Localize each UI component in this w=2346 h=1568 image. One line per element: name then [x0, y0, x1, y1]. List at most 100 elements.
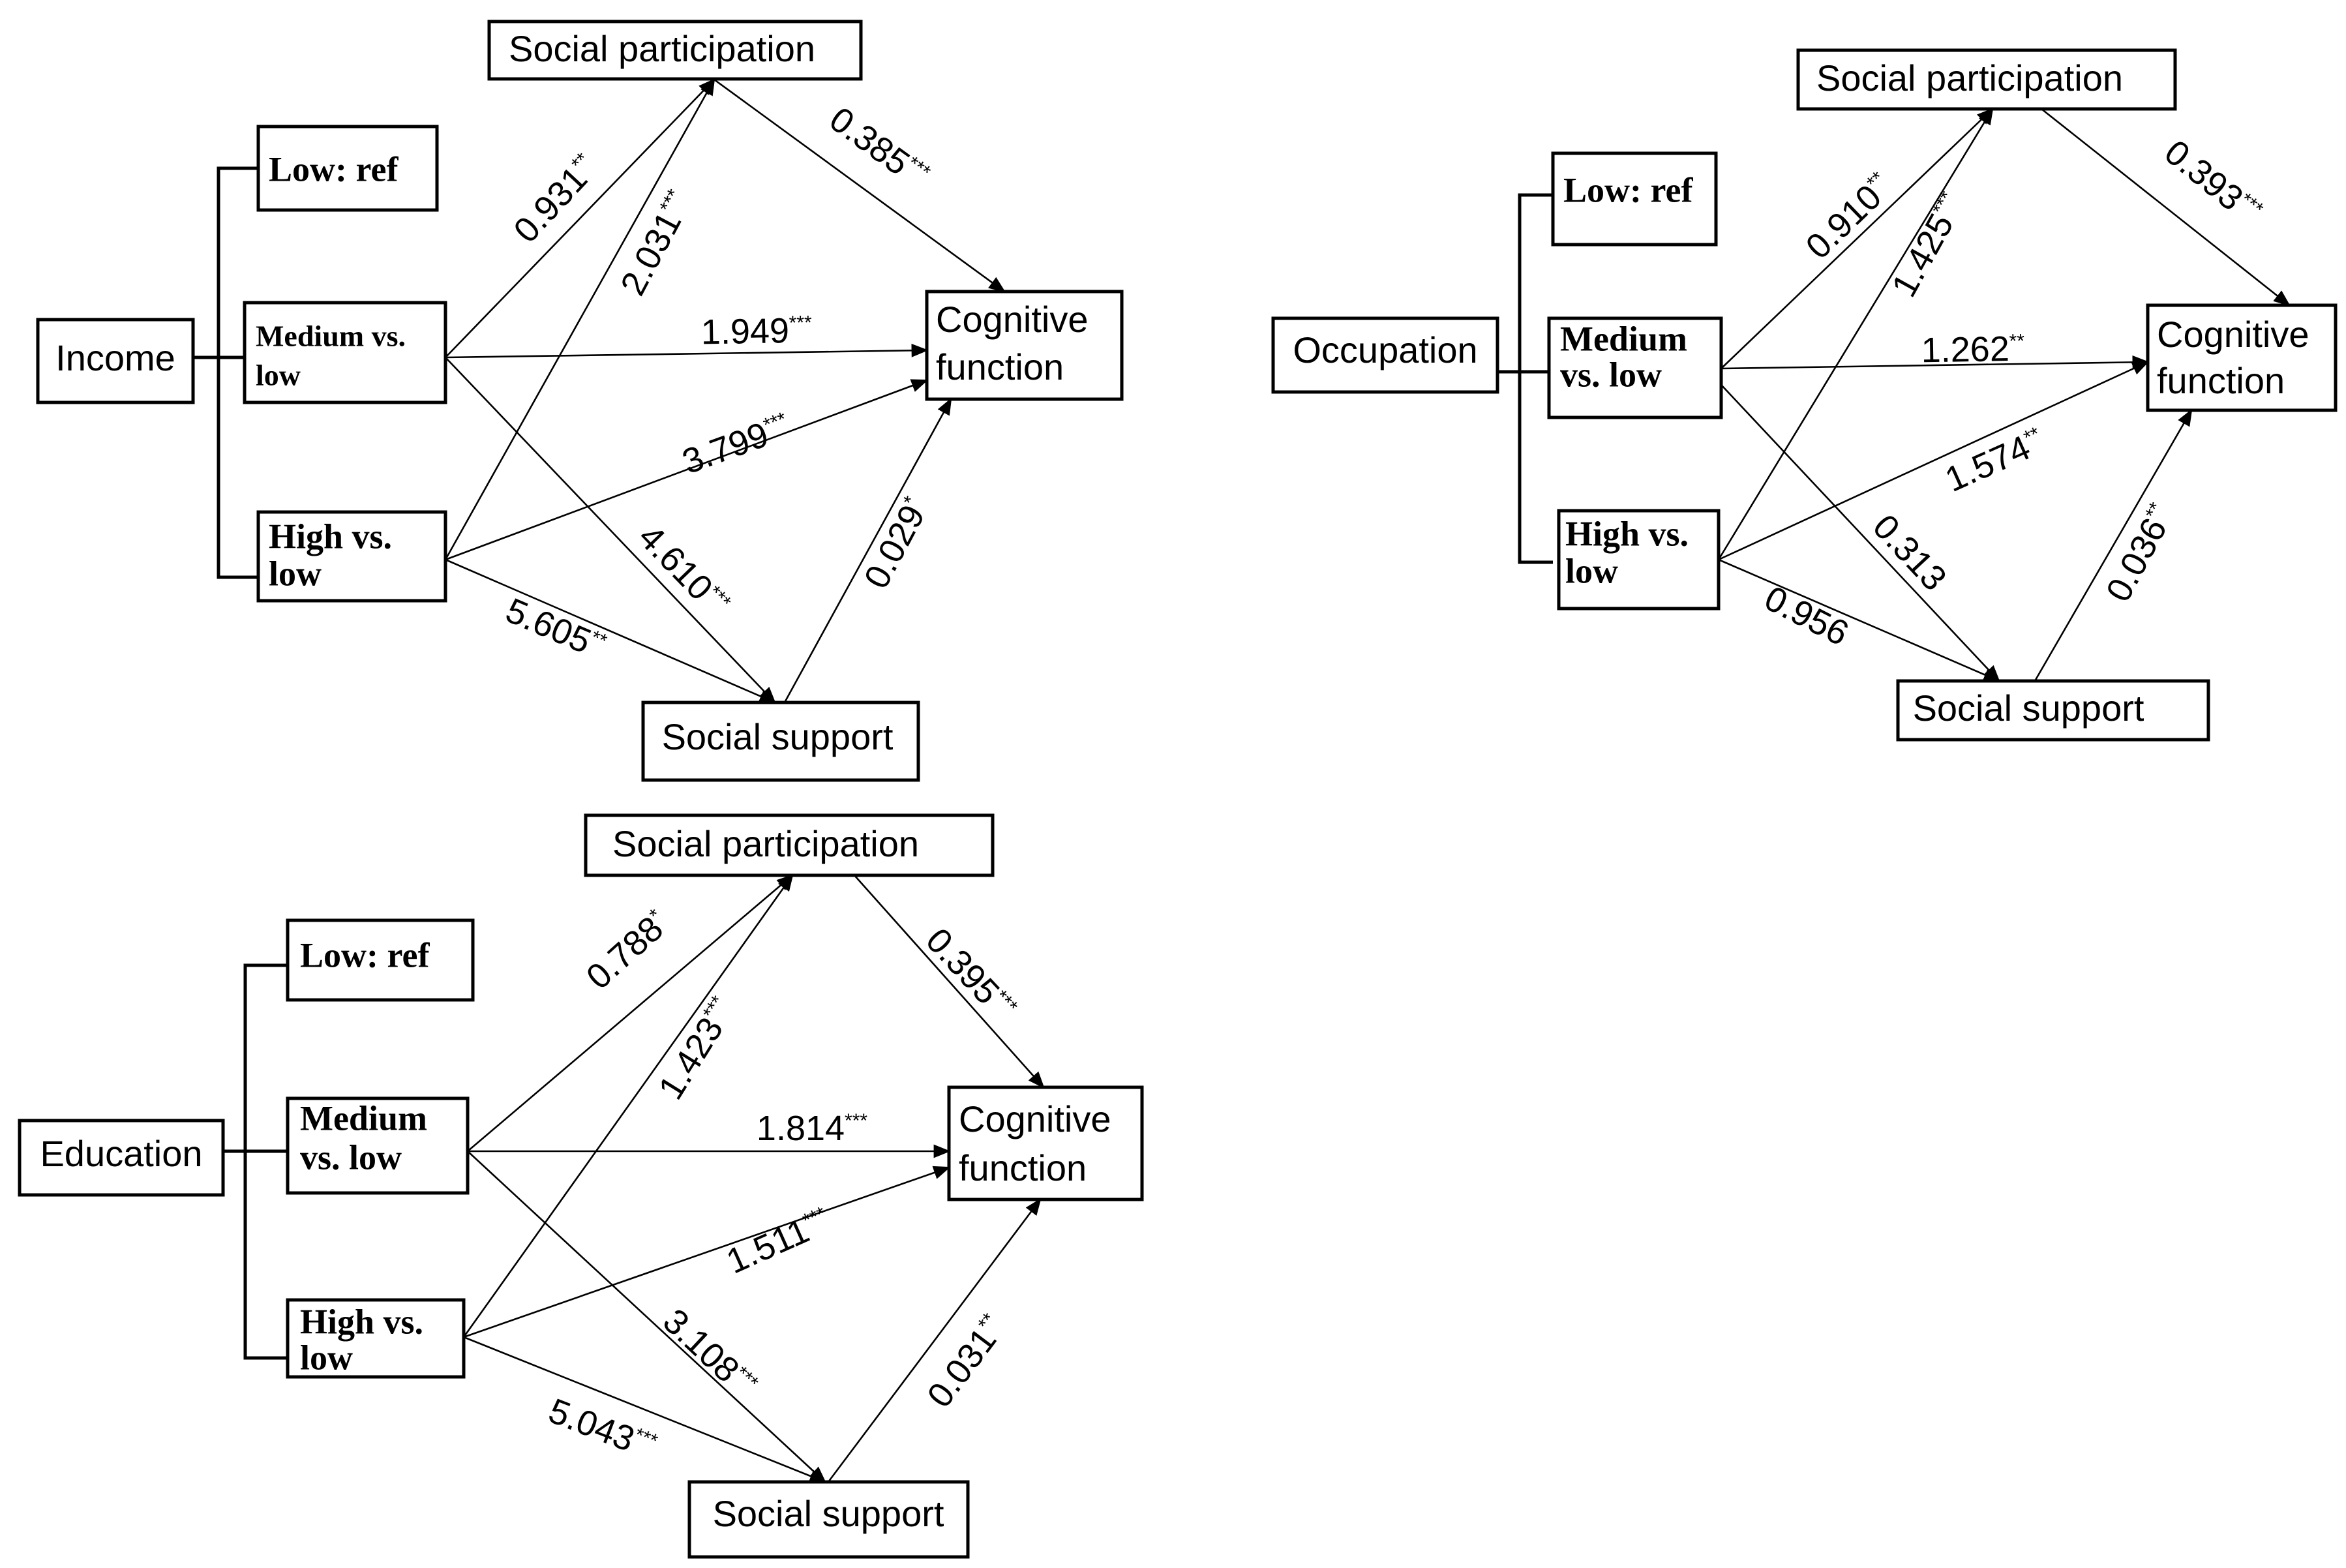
- education-panel: Education Low: ref Medium vs. low High v…: [18, 813, 1144, 1559]
- education-path-sp-cog-arrow: [854, 875, 1045, 1089]
- income-social-support-label: Social support: [662, 716, 894, 757]
- education-cognitive-line1: Cognitive: [959, 1098, 1111, 1139]
- income-path-ss-cog-arrow: [783, 397, 952, 703]
- education-path-med-ss-arrow: [467, 1151, 826, 1483]
- income-path-sp-cog-arrow: [714, 78, 1006, 293]
- education-medium-line2: vs. low: [300, 1138, 402, 1177]
- education-coef-med-cog-label: 1.814***: [757, 1109, 867, 1148]
- income-high-box: High vs. low: [256, 510, 447, 603]
- income-path-med-cog-arrow: [445, 343, 929, 359]
- occupation-path-med-sp-arrow: [1721, 108, 1994, 369]
- income-high-line2: low: [269, 554, 322, 593]
- occupation-coef-high-cog-label: 1.574**: [1940, 422, 2050, 500]
- education-high-box: High vs. low: [286, 1298, 466, 1379]
- occupation-social-participation-label: Social participation: [1816, 57, 2123, 98]
- income-coef-sp-cog-label: 0.385***: [822, 100, 935, 197]
- income-low-label: Low: ref: [269, 149, 399, 188]
- income-cognitive-line2: function: [936, 346, 1064, 387]
- occupation-coef-high-sp-label: 1.425***: [1884, 187, 1972, 303]
- education-coef-high-cog-label: 1.511***: [721, 1201, 835, 1282]
- income-coef-med-sp-label: 0.931**: [506, 148, 605, 250]
- education-low-label: Low: ref: [300, 935, 430, 974]
- occupation-path-high-sp-arrow: [1717, 107, 1994, 560]
- income-path-med-sp-arrow: [445, 78, 715, 358]
- income-medium-line1: Medium vs.: [256, 320, 406, 353]
- occupation-coef-high-ss-label: 0.956: [1758, 579, 1855, 654]
- education-path-ss-cog-arrow: [827, 1198, 1042, 1483]
- occupation-high-box: High vs. low: [1557, 509, 1721, 611]
- education-path-high-ss-arrow: [463, 1336, 827, 1483]
- occupation-bracket: [1497, 193, 1553, 564]
- education-coef-med-ss-label: 3.108***: [655, 1301, 764, 1406]
- income-panel: Income Low: ref Medium vs. low High vs. …: [36, 20, 1124, 782]
- occupation-path-high-ss-arrow: [1718, 558, 2001, 682]
- income-cognitive-function-box: Cognitive function: [925, 290, 1124, 401]
- occupation-medium-box: Medium vs. low: [1547, 316, 1723, 419]
- education-path-high-sp-arrow: [462, 873, 794, 1338]
- education-medium-box: Medium vs. low: [286, 1096, 470, 1195]
- income-coef-ss-cog-label: 0.029*: [857, 492, 937, 595]
- occupation-social-support-label: Social support: [1913, 687, 2144, 729]
- occupation-cognitive-line1: Cognitive: [2157, 314, 2309, 355]
- income-coef-high-cog-label: 3.799***: [678, 407, 796, 482]
- education-exposure-label: Education: [40, 1133, 202, 1174]
- occupation-social-support-box: Social support: [1896, 679, 2210, 742]
- income-medium-box: Medium vs. low: [243, 301, 447, 404]
- occupation-cognitive-line2: function: [2157, 360, 2285, 401]
- education-coef-med-sp-label: 0.788*: [579, 904, 676, 997]
- occupation-path-sp-cog-arrow: [2041, 108, 2291, 307]
- occupation-social-participation-box: Social participation: [1796, 48, 2177, 111]
- occupation-medium-line2: vs. low: [1560, 355, 1662, 394]
- occupation-coef-sp-cog-label: 0.393***: [2157, 132, 2268, 233]
- income-path-high-cog-arrow: [445, 379, 929, 561]
- education-social-participation-label: Social participation: [612, 823, 919, 864]
- occupation-path-high-cog-arrow: [1718, 361, 2150, 561]
- education-coef-ss-cog-label: 0.031**: [920, 1308, 1013, 1415]
- education-high-line2: low: [300, 1338, 353, 1377]
- occupation-high-line1: High vs.: [1565, 514, 1689, 553]
- occupation-low-box: Low: ref: [1551, 151, 1718, 247]
- income-coef-high-ss-label: 5.605**: [500, 591, 611, 667]
- occupation-path-med-ss-arrow: [1721, 384, 2000, 682]
- education-coef-high-ss-label: 5.043***: [543, 1391, 661, 1468]
- education-social-support-label: Social support: [713, 1493, 944, 1534]
- occupation-cognitive-function-box: Cognitive function: [2146, 303, 2338, 412]
- occupation-exposure-label: Occupation: [1293, 329, 1477, 370]
- occupation-coef-med-cog-label: 1.262**: [1921, 329, 2025, 370]
- education-cognitive-line2: function: [959, 1147, 1087, 1188]
- occupation-coef-ss-cog-label: 0.036**: [2099, 498, 2182, 608]
- income-exposure-label: Income: [55, 337, 175, 378]
- income-path-high-sp-arrow: [444, 78, 715, 560]
- income-coef-high-sp-label: 2.031***: [613, 185, 700, 302]
- income-medium-line2: low: [256, 359, 301, 392]
- income-exposure-box: Income: [36, 318, 195, 404]
- occupation-coef-med-sp-label: 0.910**: [1799, 166, 1901, 266]
- education-social-participation-box: Social participation: [584, 813, 995, 877]
- occupation-exposure-box: Occupation: [1271, 316, 1499, 394]
- occupation-low-label: Low: ref: [1563, 170, 1693, 209]
- income-social-support-box: Social support: [641, 701, 920, 782]
- income-social-participation-label: Social participation: [509, 28, 815, 69]
- income-path-high-ss-arrow: [445, 558, 777, 704]
- income-low-box: Low: ref: [256, 125, 439, 212]
- education-path-high-cog-arrow: [463, 1166, 951, 1338]
- occupation-high-line2: low: [1565, 551, 1618, 590]
- education-high-line1: High vs.: [300, 1302, 423, 1341]
- education-exposure-box: Education: [18, 1119, 225, 1197]
- education-cognitive-function-box: Cognitive function: [947, 1085, 1144, 1201]
- occupation-panel: Occupation Low: ref Medium vs. low High …: [1271, 48, 2338, 742]
- education-coef-sp-cog-label: 0.395***: [918, 921, 1023, 1029]
- income-coef-med-ss-label: 4.610***: [631, 517, 736, 624]
- education-low-box: Low: ref: [286, 918, 475, 1002]
- occupation-path-ss-cog-arrow: [2034, 408, 2193, 682]
- income-coef-med-cog-label: 1.949***: [700, 311, 813, 352]
- education-bracket: [223, 963, 288, 1360]
- education-medium-line1: Medium: [300, 1098, 427, 1138]
- income-high-line1: High vs.: [269, 517, 392, 556]
- income-bracket: [193, 166, 258, 579]
- occupation-medium-line1: Medium: [1560, 319, 1687, 358]
- education-path-med-sp-arrow: [467, 874, 794, 1152]
- income-path-med-ss-arrow: [445, 357, 776, 704]
- education-social-support-box: Social support: [687, 1480, 970, 1559]
- occupation-path-med-cog-arrow: [1721, 355, 2150, 370]
